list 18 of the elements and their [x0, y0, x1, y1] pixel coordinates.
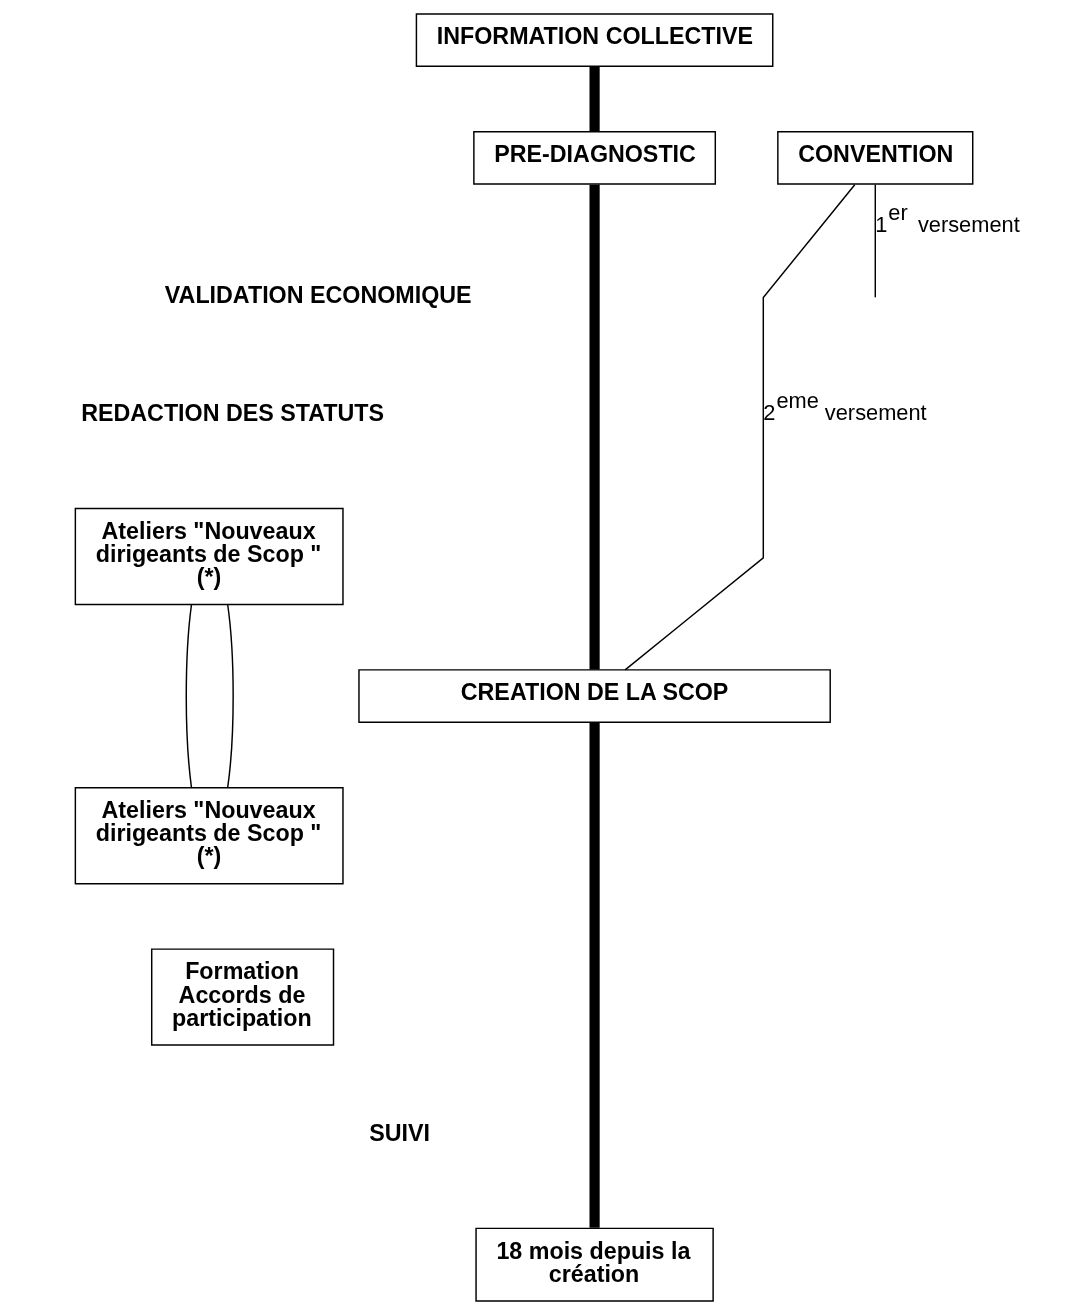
connector — [226, 604, 234, 789]
label: SUIVI — [368, 1119, 430, 1146]
node-box: 18 mois depuis la création — [474, 1227, 714, 1302]
connector — [589, 66, 600, 132]
node-box: Ateliers "Nouveaux dirigeants de Scop " (*) — [74, 507, 344, 606]
node-box: Formation Accords de participation — [150, 948, 334, 1046]
label: REDACTION DES STATUTS — [80, 399, 384, 426]
connector — [589, 184, 600, 670]
connector — [185, 604, 192, 789]
label: VALIDATION ECONOMIQUE — [164, 282, 472, 309]
node-box: PRE-DIAGNOSTIC — [472, 131, 716, 185]
connector — [589, 722, 600, 1228]
connector — [623, 183, 855, 671]
connector — [874, 183, 876, 299]
node-box: Ateliers "Nouveaux dirigeants de Scop " (*) — [74, 786, 344, 885]
node-box: CREATION DE LA SCOP — [357, 669, 831, 723]
node-box: INFORMATION COLLECTIVE — [415, 13, 773, 67]
node-box: CONVENTION — [776, 131, 973, 185]
